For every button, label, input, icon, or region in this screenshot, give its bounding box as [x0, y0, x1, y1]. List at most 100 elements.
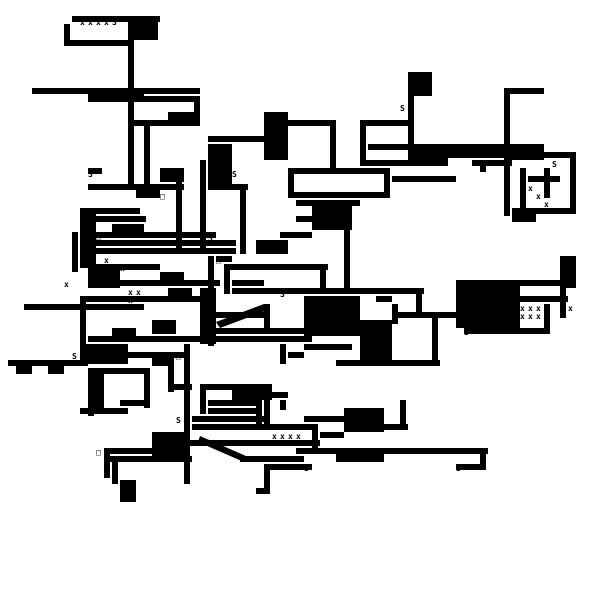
start-marker-icon: S: [304, 464, 309, 473]
wall: [272, 392, 288, 398]
region-left-middle: [8, 208, 236, 484]
wall: [392, 304, 398, 324]
crate-icon: x: [128, 296, 133, 305]
crate-icon: x: [280, 432, 285, 441]
start-marker-icon: S: [208, 234, 213, 243]
chamber: [80, 344, 128, 364]
wall: [144, 96, 200, 102]
wall: [296, 448, 488, 454]
wall: [504, 88, 544, 94]
wall: [112, 456, 118, 484]
wall: [264, 400, 270, 430]
crate-icon: x: [80, 18, 85, 27]
chamber: [360, 320, 392, 360]
crate-icon: x: [536, 304, 541, 313]
wall: [120, 400, 150, 406]
crate-icon: x: [568, 304, 573, 313]
wall: [304, 344, 352, 350]
wall: [544, 168, 550, 198]
wall: [264, 304, 270, 328]
item-box-icon: □: [280, 400, 285, 409]
item-box-icon: □: [96, 232, 101, 241]
wall: [520, 280, 568, 286]
wall: [80, 208, 140, 214]
wall: [384, 168, 390, 198]
wall: [384, 424, 408, 430]
start-marker-icon: S: [552, 160, 557, 169]
crate-icon: x: [64, 280, 69, 289]
wall: [336, 360, 440, 366]
chamber: [128, 16, 158, 40]
wall: [208, 136, 268, 142]
chamber: [200, 288, 216, 344]
wall: [208, 400, 256, 406]
start-marker-icon: S: [88, 170, 93, 179]
region-top-left: [32, 16, 200, 248]
wall: [520, 296, 568, 302]
crate-icon: x: [104, 256, 109, 265]
chamber: [344, 408, 384, 432]
wall: [360, 120, 366, 166]
region-top-right: [360, 72, 576, 222]
wall: [144, 126, 150, 186]
start-marker-icon: S: [112, 18, 117, 27]
wall: [80, 296, 200, 302]
chamber: [160, 272, 184, 280]
wall: [88, 336, 200, 342]
wall: [544, 304, 550, 334]
crate-icon: x: [536, 192, 541, 201]
wall: [288, 352, 304, 358]
start-marker-icon: S: [120, 480, 125, 489]
wall: [96, 240, 236, 246]
wall: [64, 40, 134, 46]
wall: [416, 288, 422, 314]
crate-icon: x: [88, 18, 93, 27]
wall: [240, 456, 304, 462]
start-marker-icon: S: [464, 328, 469, 337]
wall: [280, 344, 286, 364]
wall: [392, 312, 456, 318]
item-box-icon: □: [320, 328, 325, 337]
chamber: [88, 368, 104, 408]
crate-icon: x: [96, 400, 101, 409]
wall: [264, 464, 270, 494]
wall: [216, 328, 320, 334]
wall: [288, 192, 388, 198]
wall: [288, 120, 336, 126]
wall: [184, 344, 190, 484]
wall: [360, 120, 408, 126]
chamber: [80, 208, 96, 268]
chamber: [312, 200, 352, 230]
wall: [280, 400, 286, 410]
region-right-middle: [440, 256, 576, 334]
wall: [80, 408, 128, 414]
item-box-icon: □: [408, 152, 413, 161]
wall: [104, 448, 110, 478]
wall: [200, 384, 206, 414]
wall: [208, 408, 256, 414]
crate-icon: x: [528, 304, 533, 313]
item-box-icon: □: [216, 256, 221, 265]
start-marker-icon: S: [232, 170, 237, 179]
wall: [432, 312, 438, 366]
wall: [464, 328, 544, 334]
wall: [144, 368, 150, 408]
start-marker-icon: S: [456, 464, 461, 473]
chamber: [232, 384, 272, 400]
chamber: [408, 72, 432, 96]
crate-icon: x: [128, 288, 133, 297]
wall: [560, 288, 566, 318]
wall: [216, 256, 232, 262]
wall: [104, 368, 144, 374]
crate-icon: x: [296, 432, 301, 441]
wall: [216, 336, 312, 342]
wall: [456, 464, 486, 470]
crate-icon: x: [104, 18, 109, 27]
chamber: [448, 144, 504, 158]
wall: [256, 488, 270, 494]
wall: [256, 400, 262, 424]
crate-icon: x: [288, 432, 293, 441]
chamber: [256, 240, 288, 254]
chamber: [512, 208, 536, 222]
